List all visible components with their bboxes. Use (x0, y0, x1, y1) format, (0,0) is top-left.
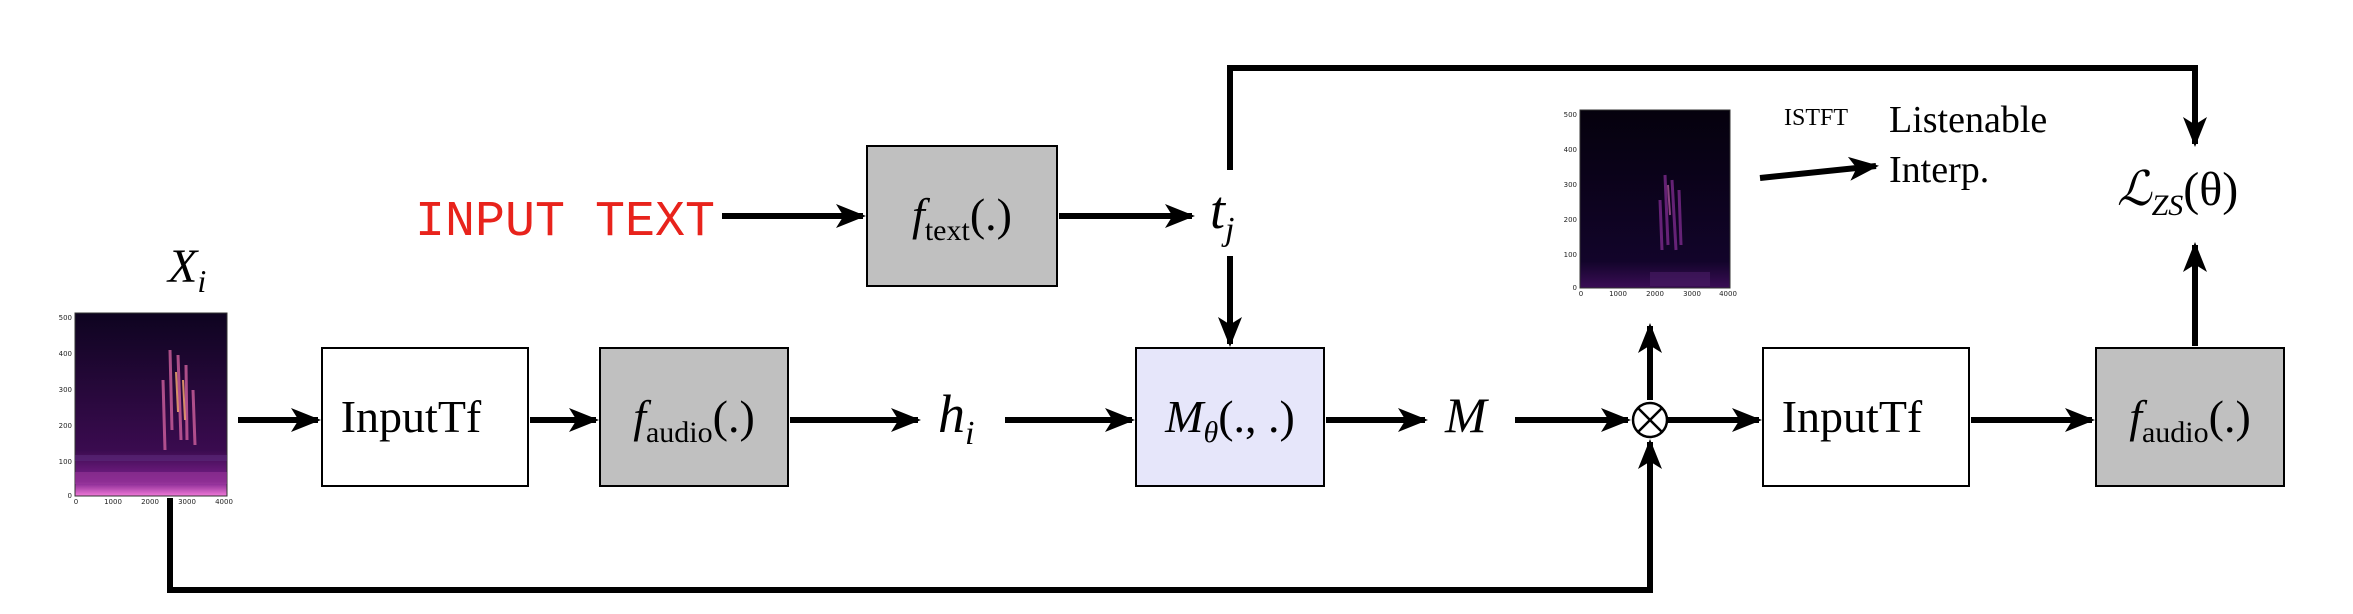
arrow-tj-to-loss (1227, 65, 2207, 170)
y-tick: 200 (1564, 216, 1577, 224)
masked-spectrogram: 500 400 300 200 100 0 0 1000 2000 3000 4… (1564, 109, 1737, 298)
h-i-label: hi (938, 384, 974, 452)
y-tick: 200 (59, 422, 72, 430)
f-audio-box-2: faudio(.) (2095, 347, 2285, 487)
input-tf-label-2: InputTf (1782, 391, 1923, 442)
y-tick: 300 (1564, 181, 1577, 189)
input-tf-label-1: InputTf (341, 391, 482, 442)
circled-times-icon (1631, 401, 1669, 439)
masked-spectrogram-x-ticks: 0 1000 2000 3000 4000 (1579, 290, 1737, 298)
x-tick: 1000 (104, 498, 122, 506)
input-text-label: INPUT TEXT (415, 194, 715, 251)
m-label: M (1444, 387, 1489, 443)
mask-generator-label: Mθ(., .) (1164, 391, 1295, 449)
f-text-box: ftext(.) (866, 145, 1058, 287)
x-tick: 3000 (1683, 290, 1701, 298)
y-tick: 400 (59, 350, 72, 358)
masked-spectrogram-y-ticks: 500 400 300 200 100 0 (1564, 111, 1577, 292)
input-tf-box-2: InputTf (1762, 347, 1970, 487)
t-j-label: tj (1210, 180, 1234, 248)
istft-label: ISTFT (1784, 105, 1848, 131)
y-tick: 300 (59, 386, 72, 394)
f-audio-box-1: faudio(.) (599, 347, 789, 487)
arrows (167, 65, 2207, 593)
f-audio-label-1: faudio(.) (633, 391, 755, 449)
f-audio-label-2: faudio(.) (2129, 391, 2251, 449)
x-tick: 3000 (178, 498, 196, 506)
x-tick: 4000 (215, 498, 233, 506)
x-tick: 0 (1579, 290, 1583, 298)
x-i-label: Xi (166, 240, 206, 299)
y-tick: 500 (1564, 111, 1577, 119)
y-tick: 100 (1564, 251, 1577, 259)
y-tick: 0 (1573, 284, 1577, 292)
y-tick: 0 (68, 492, 72, 500)
x-tick: 0 (74, 498, 78, 506)
x-tick: 4000 (1719, 290, 1737, 298)
y-tick: 500 (59, 314, 72, 322)
loss-label: ℒZS(θ) (2117, 163, 2238, 222)
input-spectrogram: 500 400 300 200 100 0 0 1000 2000 3000 4… (59, 312, 233, 506)
input-spectrogram-x-ticks: 0 1000 2000 3000 4000 (74, 498, 233, 506)
arrow-spec-to-listenable (1759, 156, 1879, 181)
listenable-label-line1: Listenable (1889, 99, 2047, 141)
input-spectrogram-y-ticks: 500 400 300 200 100 0 (59, 314, 72, 500)
input-tf-box-1: InputTf (321, 347, 529, 487)
x-tick: 2000 (141, 498, 159, 506)
listenable-label-line2: Interp. (1889, 149, 1989, 191)
x-tick: 2000 (1646, 290, 1664, 298)
mask-generator-box: Mθ(., .) (1135, 347, 1325, 487)
y-tick: 100 (59, 458, 72, 466)
y-tick: 400 (1564, 146, 1577, 154)
arrow-skip-spec-to-otimes (167, 439, 1662, 593)
x-tick: 1000 (1609, 290, 1627, 298)
